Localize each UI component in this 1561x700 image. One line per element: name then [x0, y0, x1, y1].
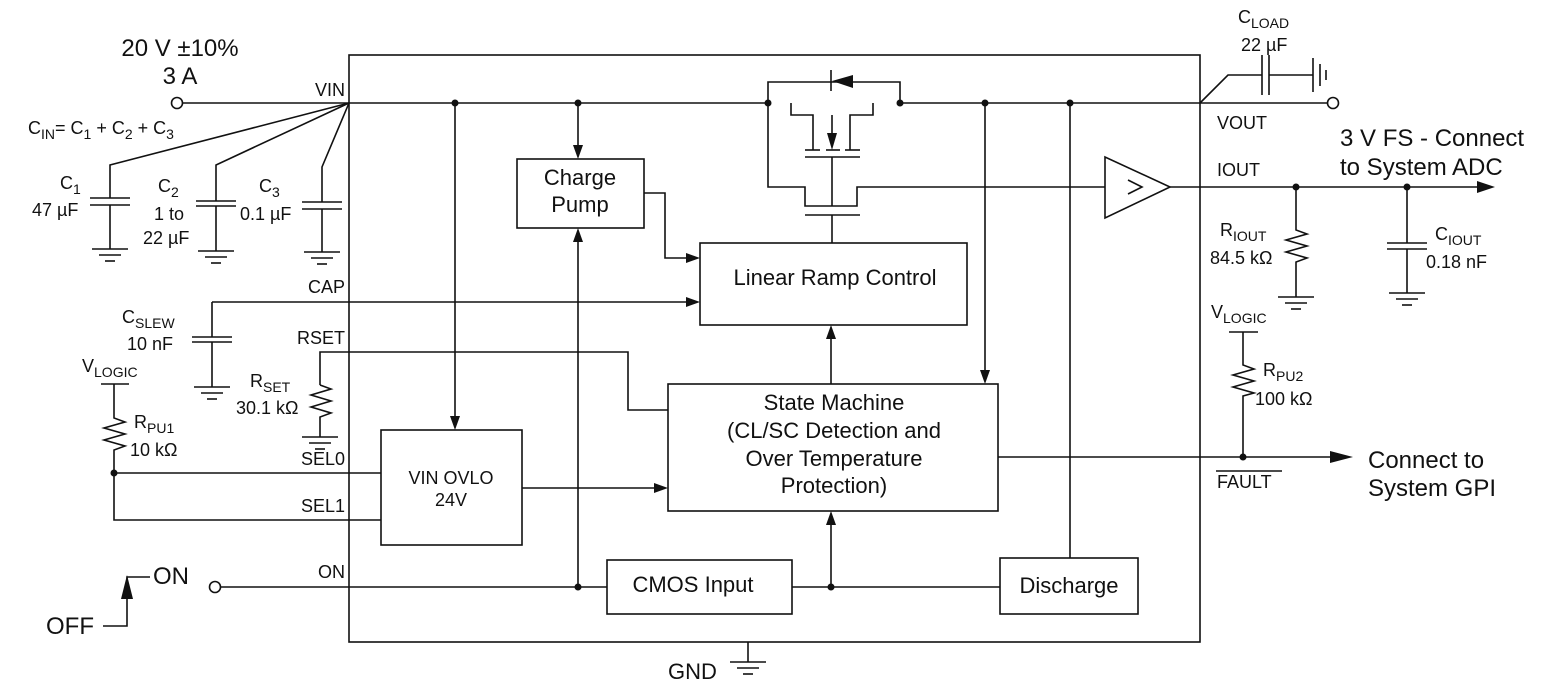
c3-label: C3 [259, 176, 280, 200]
charge-pump-block: Charge Pump [516, 158, 645, 229]
pin-vout: VOUT [1217, 113, 1267, 133]
vlogic-right-label: VLOGIC [1211, 302, 1267, 326]
riout-label: RIOUT [1220, 220, 1267, 244]
cslew-value: 10 nF [127, 334, 173, 354]
gpi-note-line1: Connect to [1368, 447, 1484, 474]
cmos-input-block: CMOS Input [606, 559, 793, 615]
switch-on-label[interactable]: ON [153, 563, 189, 590]
ciout-value: 0.18 nF [1426, 252, 1487, 272]
ground-icon [91, 248, 129, 262]
pin-fault: FAULT [1217, 472, 1272, 492]
pin-gnd: GND [668, 659, 717, 684]
gnd-icon [729, 661, 767, 675]
c2-value-line1: 1 to [154, 204, 184, 224]
switch-off-label[interactable]: OFF [46, 613, 94, 640]
current-sense-amplifier-icon [1104, 155, 1172, 220]
svg-text:Over Temperature: Over Temperature [746, 446, 923, 471]
rpu2-value: 100 kΩ [1255, 389, 1313, 409]
svg-text:Protection): Protection) [781, 473, 887, 498]
c2-value-line2: 22 µF [143, 228, 189, 248]
supply-voltage: 20 V ±10% [121, 35, 238, 62]
svg-text:Linear Ramp Control: Linear Ramp Control [734, 265, 937, 290]
pin-cap: CAP [308, 277, 345, 297]
pin-rset: RSET [297, 328, 345, 348]
switch-arrow-icon [121, 575, 133, 599]
linear-ramp-control-block: Linear Ramp Control [699, 242, 968, 326]
svg-text:State Machine: State Machine [764, 390, 905, 415]
state-machine-block: State Machine (CL/SC Detection and Over … [667, 383, 999, 512]
vin-terminal [170, 96, 184, 110]
input-capacitors [90, 102, 350, 265]
adc-note-line2: to System ADC [1340, 154, 1503, 181]
pin-sel1: SEL1 [301, 496, 345, 516]
rpu2-label: RPU2 [1263, 360, 1303, 384]
vin-ovlo-block: VIN OVLO 24V [380, 429, 523, 546]
on-terminal [208, 580, 222, 594]
svg-text:VIN OVLO: VIN OVLO [408, 468, 493, 488]
ciout-label: CIOUT [1435, 224, 1482, 248]
svg-text:Charge: Charge [544, 165, 616, 190]
svg-text:CMOS Input: CMOS Input [632, 572, 753, 597]
ic-outline [348, 54, 1201, 643]
rset-label: RSET [250, 371, 291, 395]
gpi-note-line2: System GPI [1368, 475, 1496, 502]
cload-label: CLOAD [1238, 7, 1289, 31]
rset-value: 30.1 kΩ [236, 398, 299, 418]
pin-sel0: SEL0 [301, 449, 345, 469]
vout-terminal [1326, 96, 1340, 110]
svg-text:Discharge: Discharge [1019, 573, 1118, 598]
svg-text:(CL/SC Detection and: (CL/SC Detection and [727, 418, 941, 443]
discharge-block: Discharge [999, 557, 1139, 615]
cslew-label: CSLEW [122, 307, 175, 331]
adc-note-line1: 3 V FS - Connect [1340, 125, 1524, 152]
pin-on: ON [318, 562, 345, 582]
svg-text:Pump: Pump [551, 192, 608, 217]
cload-value: 22 µF [1241, 35, 1287, 55]
rpu1-value: 10 kΩ [130, 440, 177, 460]
c2-label: C2 [158, 176, 179, 200]
supply-current: 3 A [163, 63, 198, 90]
pin-vin: VIN [315, 80, 345, 100]
pass-fet-icon [764, 70, 1105, 243]
c1-label: C1 [60, 173, 81, 197]
cin-formula: CIN= C1 + C2 + C3 [28, 118, 174, 142]
c3-value: 0.1 µF [240, 204, 291, 224]
rpu1-label: RPU1 [134, 412, 174, 436]
vlogic-left-label: VLOGIC [82, 356, 138, 380]
svg-text:24V: 24V [435, 490, 467, 510]
riout-value: 84.5 kΩ [1210, 248, 1273, 268]
pin-iout: IOUT [1217, 160, 1260, 180]
c1-value: 47 µF [32, 200, 78, 220]
